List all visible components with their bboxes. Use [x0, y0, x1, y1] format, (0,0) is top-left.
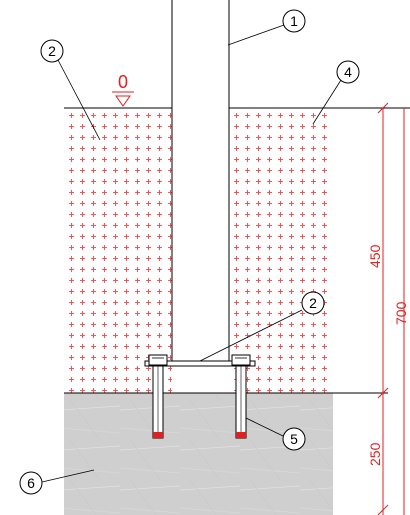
dim-total-depth: 700: [393, 301, 409, 325]
svg-text:1: 1: [290, 13, 298, 29]
svg-text:4: 4: [344, 64, 352, 80]
dim-fill-depth: 450: [367, 244, 383, 268]
leader-1: [227, 24, 285, 46]
leader-6: [41, 469, 95, 483]
anchor-bolt-right: [231, 354, 251, 439]
callout-6: 6: [19, 471, 43, 495]
anchor-bolt-left: [148, 354, 168, 439]
svg-text:2: 2: [309, 295, 317, 311]
svg-text:6: 6: [27, 475, 35, 491]
svg-text:2: 2: [48, 43, 56, 59]
leader-4: [312, 79, 342, 125]
dimension-inner: [377, 102, 389, 515]
concrete-slab: [64, 393, 333, 515]
leader-2b: [199, 309, 303, 362]
level-triangle-icon: [115, 95, 131, 107]
callout-1: 1: [282, 9, 306, 33]
dim-slab-thickness: 250: [367, 442, 383, 466]
fill-left: [64, 108, 172, 393]
leader-5: [245, 417, 284, 437]
callout-2-fill: 2: [40, 39, 64, 63]
callout-4: 4: [336, 60, 360, 84]
leader-2a: [57, 59, 101, 141]
fill-right: [229, 108, 333, 393]
callout-5: 5: [282, 427, 306, 451]
svg-text:5: 5: [290, 431, 298, 447]
level-label: 0: [118, 72, 128, 92]
callout-2-plate: 2: [301, 291, 325, 315]
